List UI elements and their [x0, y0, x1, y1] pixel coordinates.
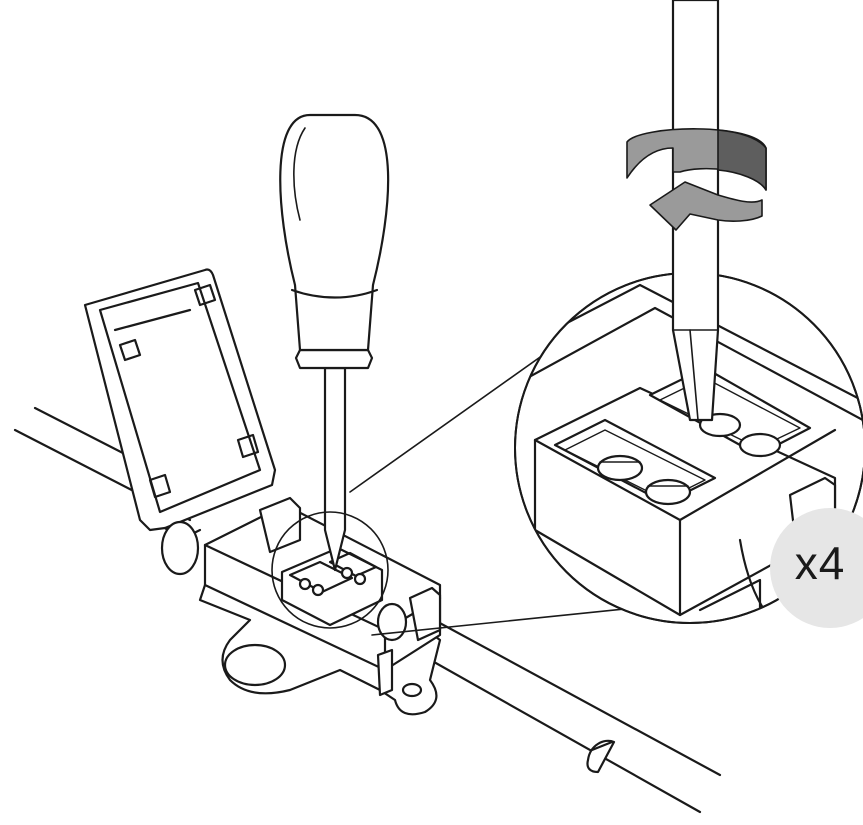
count-label: x4 [794, 537, 846, 589]
count-badge [770, 508, 863, 628]
magnified-terminal [515, 283, 863, 623]
screwdriver [279, 113, 390, 572]
rotate-clockwise-arrow-icon [626, 128, 767, 231]
junction-box [160, 496, 442, 716]
cable [13, 406, 722, 814]
source-zoom-circle [271, 511, 389, 629]
hinged-lid [83, 268, 277, 542]
